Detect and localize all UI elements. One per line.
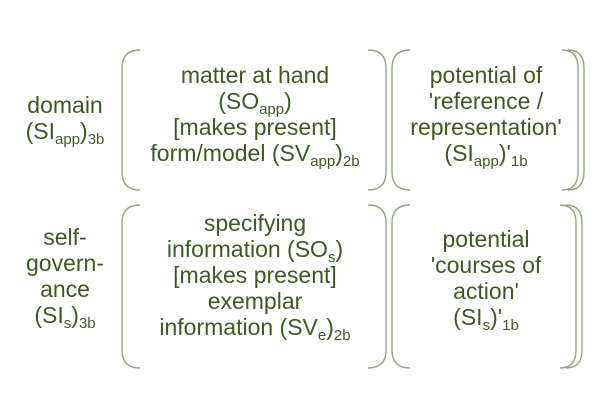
row2-center-right-bracket <box>367 204 387 369</box>
row1-center-line3: [makes present] <box>173 114 337 140</box>
row1-label-word: domain <box>27 92 103 118</box>
row1-right-line3: representation' <box>410 114 562 140</box>
row1-center-right-bracket <box>367 49 387 191</box>
row2-center-line1: specifying <box>203 210 307 236</box>
row2-center-line2: information (SOs) <box>166 236 344 266</box>
row2-label-line2: govern- <box>26 250 104 276</box>
row2-right-line4: (SIs)'1b <box>453 304 519 334</box>
row2-label-line1: self- <box>43 224 87 250</box>
row2-right-line2: 'courses of <box>430 252 542 278</box>
row1-right-left-bracket <box>391 49 411 191</box>
row1-center-text: matter at hand (SOapp) [makes present] f… <box>130 62 380 170</box>
row2-center-text: specifying information (SOs) [makes pres… <box>130 210 380 344</box>
row2-center-line3: [makes present] <box>173 262 337 288</box>
row2-label: self- govern- ance (SIs)3b <box>10 224 120 332</box>
row1-label-symbol: (SIapp)3b <box>25 118 105 148</box>
row1-right-text: potential of 'reference / representation… <box>396 62 576 170</box>
row2-right-line1: potential <box>442 226 530 252</box>
row2-label-symbol: (SIs)3b <box>34 302 96 332</box>
row1-label: domain (SIapp)3b <box>10 92 120 148</box>
row2-right-text: potential 'courses of action' (SIs)'1b <box>396 226 576 334</box>
row2-right-right-bracket-outer <box>565 204 583 369</box>
row1-right-line2: 'reference / <box>428 88 544 114</box>
row1-center-left-bracket <box>121 49 141 191</box>
row2-right-left-bracket <box>391 204 411 369</box>
row1-right-line4: (SIapp)'1b <box>444 140 528 170</box>
row1-right-right-bracket-inner <box>561 49 579 191</box>
row1-center-line4: form/model (SVapp)2b <box>150 140 360 170</box>
row2-right-line3: action' <box>453 278 519 304</box>
row1-right-line1: potential of <box>429 62 543 88</box>
row1-right-right-bracket-outer <box>567 49 585 191</box>
row2-right-right-bracket-inner <box>559 204 577 369</box>
row2-label-line3: ance <box>40 276 90 302</box>
row2-center-left-bracket <box>121 204 141 369</box>
row2-center-line4: exemplar <box>207 288 303 314</box>
row1-center-line2: (SOapp) <box>218 88 292 118</box>
row1-center-line1: matter at hand <box>180 62 330 88</box>
row2-center-line5: information (SVe)2b <box>159 314 351 344</box>
